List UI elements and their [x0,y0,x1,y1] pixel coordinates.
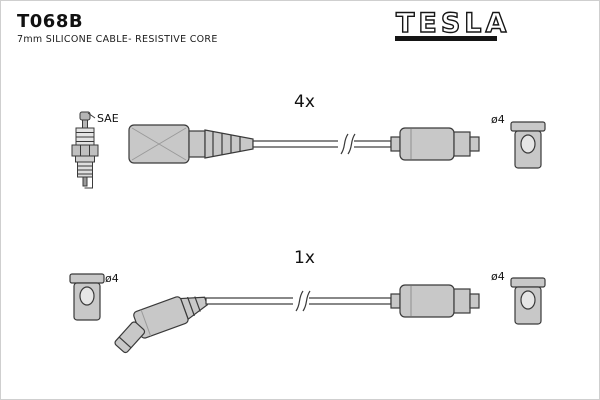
bottom-plug-end-connector [390,284,480,318]
bottom-quantity-label: 1x [294,248,315,268]
top-right-cap-diameter-label: ø4 [491,113,505,126]
brand-logo-text: TESLA [396,8,510,39]
brand-logo-underline [395,36,497,41]
top-cable [252,140,392,148]
brand-logo: TESLA [395,7,510,41]
spark-plug-electrode [82,176,88,187]
bottom-left-cap-diameter-label: ø4 [105,272,119,285]
spark-plug [71,111,99,189]
top-right-terminal-cap [510,121,546,169]
sae-label: SAE [97,112,119,125]
bottom-cable-break-icon [292,290,311,312]
spark-plug-hex [71,144,99,157]
angled-plug-boot [114,296,209,354]
top-plug-end-connector [390,127,480,161]
bottom-right-terminal-cap [510,277,546,325]
part-description: 7mm SILICONE CABLE- RESISTIVE CORE [17,34,218,45]
bottom-left-terminal-cap [69,273,105,321]
part-number: T068B [17,11,84,32]
coil-end-connector [128,124,254,164]
top-cable-assembly: ø4 [128,113,546,169]
bottom-cable-assembly: ø4 [69,270,546,354]
top-cable-break-icon [337,133,356,155]
sae-leader-line [87,112,96,119]
top-quantity-label: 4x [294,92,315,112]
bottom-right-cap-diameter-label: ø4 [491,270,505,283]
